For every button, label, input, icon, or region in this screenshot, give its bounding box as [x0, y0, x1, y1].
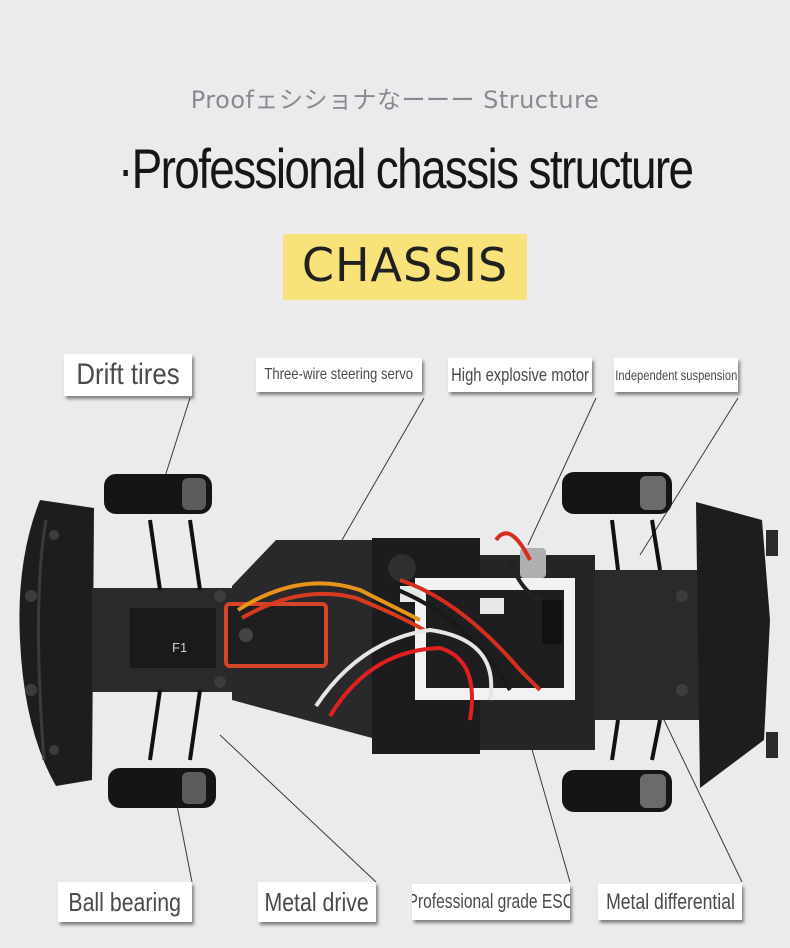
leader-drift-tires — [161, 397, 191, 487]
chassis-badge-text: CHASSIS — [301, 238, 509, 292]
rear-frame — [595, 570, 705, 720]
screws — [25, 530, 688, 755]
suspension-arms — [148, 519, 662, 761]
leader-motor — [527, 397, 597, 546]
servo-mark: F1 — [172, 640, 187, 655]
label-drift-tires: Drift tires — [64, 354, 192, 396]
label-suspension: Independent suspension — [614, 358, 738, 392]
label-ball-bearing: Ball bearing — [58, 882, 192, 922]
rear-bumper — [696, 502, 770, 788]
label-motor: High explosive motor — [448, 358, 592, 392]
subtitle: Proofェシショナなーーー Structure — [190, 86, 600, 114]
label-differential: Metal differential — [598, 884, 742, 920]
front-bumper — [19, 500, 94, 786]
label-steering-servo: Three-wire steering servo — [256, 358, 422, 392]
leader-suspension — [639, 397, 739, 556]
label-esc: Professional grade ESC — [412, 884, 570, 920]
chassis-badge-background — [283, 234, 527, 300]
label-metal-drive: Metal drive — [258, 882, 376, 922]
leader-metal-drive — [219, 734, 377, 883]
wiring — [236, 531, 542, 721]
wheels — [104, 472, 672, 812]
